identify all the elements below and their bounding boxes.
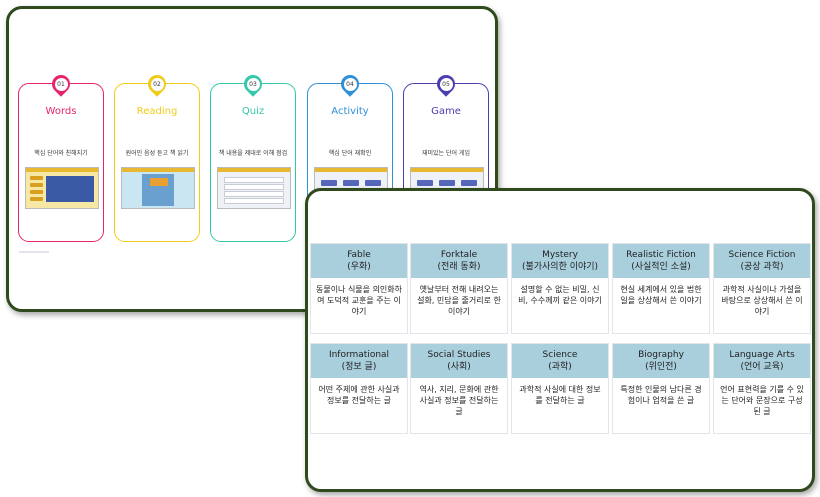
genre-description: 옛날부터 전해 내려오는 설화, 민담을 줄거리로 한 이야기 <box>417 285 501 316</box>
genre-name-korean: (불가사의한 이야기) <box>521 262 599 272</box>
step-preview-thumbnail <box>217 167 291 209</box>
genre-card: Mystery (불가사의한 이야기) 설명할 수 없는 비밀, 신비, 수수께끼 … <box>512 244 608 333</box>
genre-card: Informational (정보 글) 어떤 주제에 관한 사실과 정보를 전달하… <box>311 344 407 433</box>
location-pin-icon: 03 <box>240 71 266 97</box>
step-title: Quiz <box>241 106 265 117</box>
location-pin-icon: 02 <box>144 71 170 97</box>
genre-name-korean: (과학) <box>548 362 572 372</box>
genre-card: Language Arts (언어 교육) 언어 표현력을 기를 수 있는 단어와 … <box>714 344 810 433</box>
genre-card: Science Fiction (공상 과학) 과학적 사실이나 가설을 바탕으로 … <box>714 244 810 333</box>
genre-header: Science (과학) <box>512 344 608 378</box>
step-number: 02 <box>150 77 164 91</box>
step-number: 01 <box>54 77 68 91</box>
step-description: 핵심 단어와 친해지기 <box>34 150 88 157</box>
genre-name-korean: (언어 교육) <box>740 362 784 372</box>
genre-description: 역사, 지리, 문화에 관한 사실과 정보를 전달하는 글 <box>419 385 499 416</box>
genre-name-korean: (전래 동화) <box>437 262 481 272</box>
step-description: 핵심 단어 재확인 <box>328 150 372 157</box>
step-title: Activity <box>331 106 369 117</box>
step-preview-thumbnail <box>25 167 99 209</box>
genre-description: 특정한 인물의 남다른 경험이나 업적을 쓴 글 <box>620 385 702 405</box>
step-number: 04 <box>343 77 357 91</box>
genre-header: Science Fiction (공상 과학) <box>714 244 810 278</box>
location-pin-icon: 04 <box>337 71 363 97</box>
genre-name-english: Language Arts <box>729 350 795 360</box>
genre-header: Informational (정보 글) <box>311 344 407 378</box>
genre-name-english: Fable <box>347 250 371 260</box>
location-pin-icon: 01 <box>48 71 74 97</box>
step-title: Game <box>431 106 461 117</box>
genre-card: Fable (우화) 동물이나 식물을 의인화하여 도덕적 교훈을 주는 이야기 <box>311 244 407 333</box>
genre-header: Realistic Fiction (사실적인 소설) <box>613 244 709 278</box>
genre-table-slide: Fable (우화) 동물이나 식물을 의인화하여 도덕적 교훈을 주는 이야기 Fo… <box>305 188 815 492</box>
step-preview-thumbnail <box>121 167 195 209</box>
location-pin-icon: 05 <box>433 71 459 97</box>
step-description: 원어민 음성 듣고 책 읽기 <box>125 150 189 157</box>
step-description: 책 내용을 제대로 이해 점검 <box>218 150 288 157</box>
genre-name-english: Realistic Fiction <box>626 250 696 260</box>
genre-header: Language Arts (언어 교육) <box>714 344 810 378</box>
genre-description: 동물이나 식물을 의인화하여 도덕적 교훈을 주는 이야기 <box>315 285 403 316</box>
genre-description: 현실 세계에서 있을 법한 일을 상상해서 쓴 이야기 <box>620 285 702 305</box>
genre-name-english: Informational <box>328 350 390 360</box>
genre-description: 과학적 사실에 대한 정보를 전달하는 글 <box>519 385 601 405</box>
genre-header: Mystery (불가사의한 이야기) <box>512 244 608 278</box>
genre-card: Realistic Fiction (사실적인 소설) 현실 세계에서 있을 법한 … <box>613 244 709 333</box>
genre-header: Fable (우화) <box>311 244 407 278</box>
genre-name-english: Biography <box>638 350 684 360</box>
genre-card: Forktale (전래 동화) 옛날부터 전해 내려오는 설화, 민담을 줄거리로… <box>411 244 507 333</box>
genre-name-english: Science Fiction <box>728 250 796 260</box>
genre-name-english: Social Studies <box>427 350 491 360</box>
genre-card: Biography (위인전) 특정한 인물의 남다른 경험이나 업적을 쓴 글 <box>613 344 709 433</box>
genre-name-korean: (공상 과학) <box>740 262 784 272</box>
genre-description: 언어 표현력을 기를 수 있는 단어와 문장으로 구성된 글 <box>720 385 804 416</box>
genre-header: Biography (위인전) <box>613 344 709 378</box>
genre-name-korean: (위인전) <box>645 362 677 372</box>
step-description: 재미있는 단어 게임 <box>422 150 470 157</box>
decorative-line <box>19 251 49 253</box>
genre-description: 과학적 사실이나 가설을 바탕으로 상상해서 쓴 이야기 <box>721 285 803 316</box>
genre-description: 어떤 주제에 관한 사실과 정보를 전달하는 글 <box>318 385 400 405</box>
genre-name-korean: (사회) <box>447 362 471 372</box>
genre-header: Forktale (전래 동화) <box>411 244 507 278</box>
step-title: Reading <box>136 106 178 117</box>
genre-name-english: Forktale <box>440 250 478 260</box>
genre-card: Social Studies (사회) 역사, 지리, 문화에 관한 사실과 정보를… <box>411 344 507 433</box>
genre-description: 설명할 수 없는 비밀, 신비, 수수께끼 같은 이야기 <box>518 285 602 305</box>
genre-card: Science (과학) 과학적 사실에 대한 정보를 전달하는 글 <box>512 344 608 433</box>
genre-name-korean: (사실적인 소설) <box>631 262 691 272</box>
step-title: Words <box>45 106 77 117</box>
genre-name-korean: (우화) <box>347 262 371 272</box>
genre-header: Social Studies (사회) <box>411 344 507 378</box>
step-number: 05 <box>439 77 453 91</box>
genre-name-english: Mystery <box>542 250 578 260</box>
genre-name-korean: (정보 글) <box>341 362 377 372</box>
step-number: 03 <box>246 77 260 91</box>
genre-name-english: Science <box>542 350 578 360</box>
